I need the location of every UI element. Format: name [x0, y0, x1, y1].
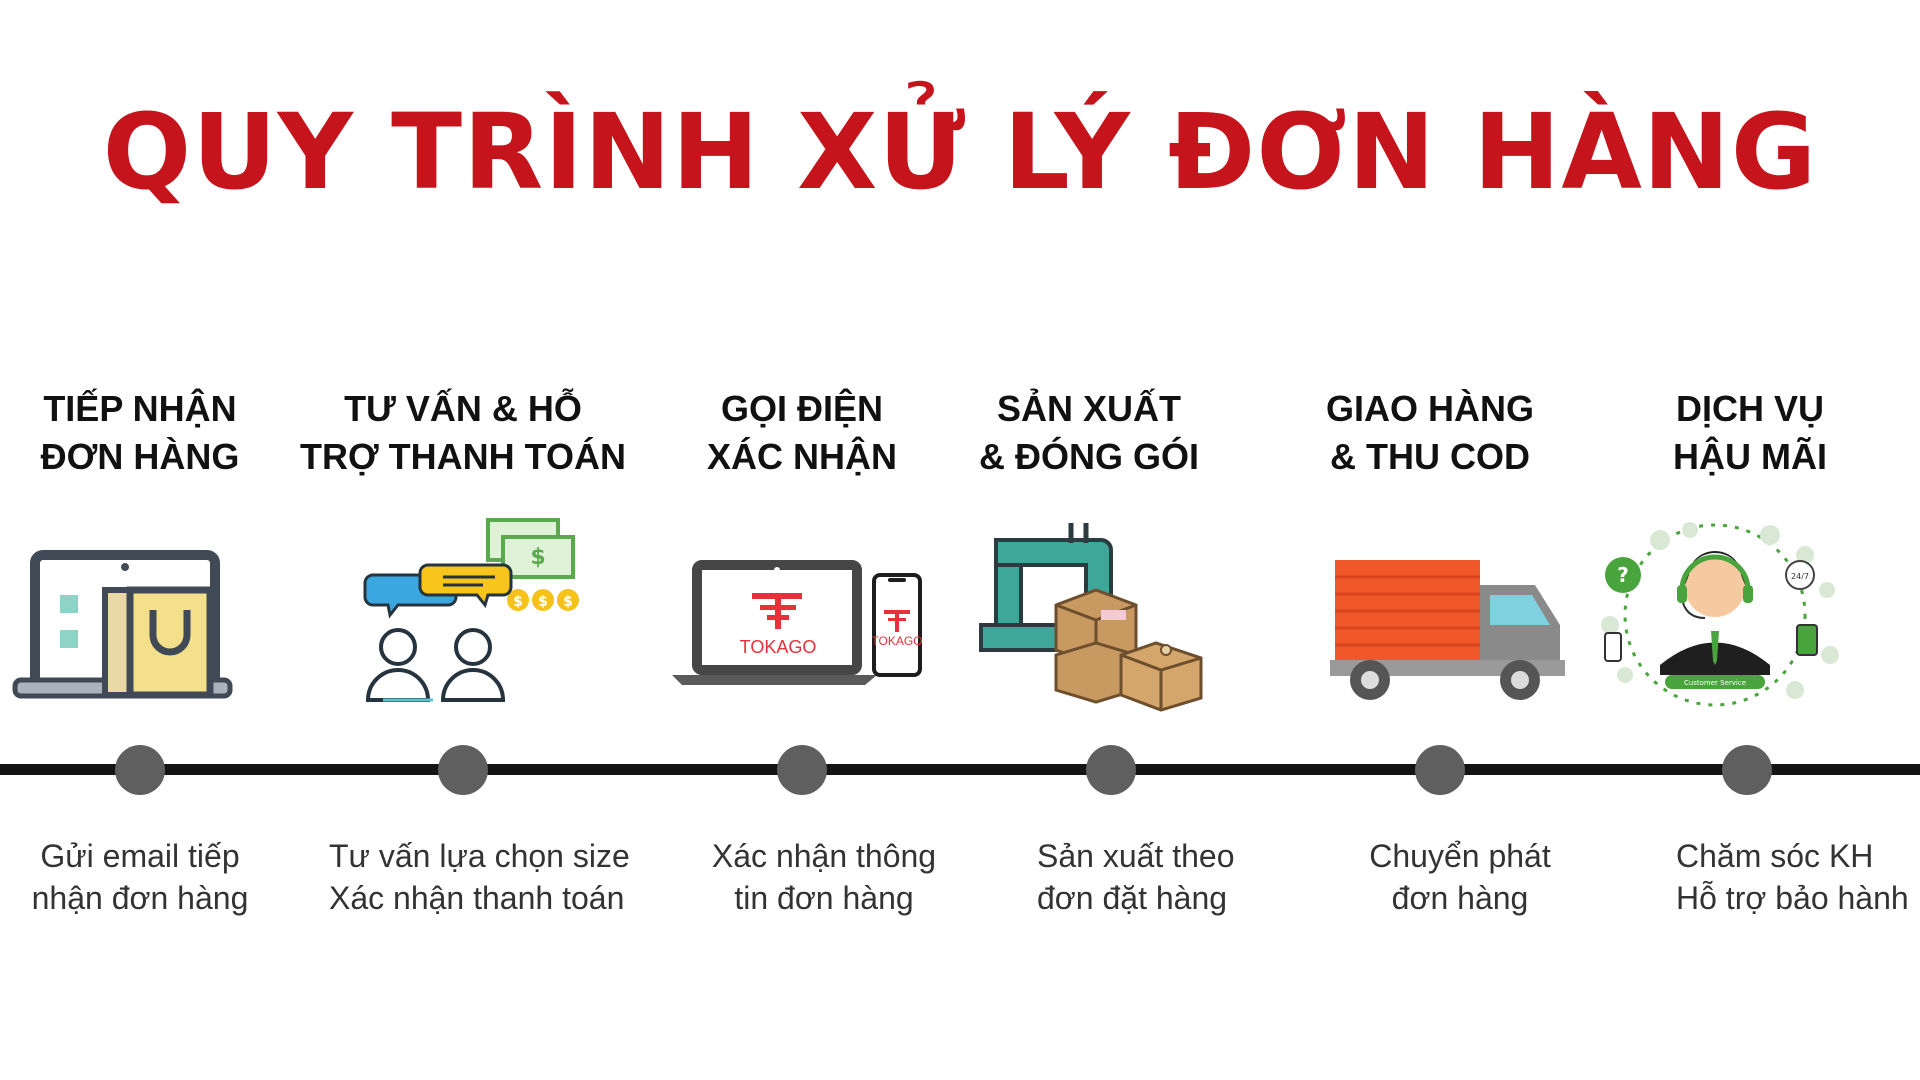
brand-logo-text: TOKAGO [740, 637, 817, 657]
timeline-dot [1415, 745, 1465, 795]
step-title: GỌI ĐIỆN XÁC NHẬN [612, 385, 992, 481]
step-title: GIAO HÀNG & THU COD [1240, 385, 1620, 481]
step-title-line: HẬU MÃI [1673, 436, 1827, 477]
timeline-dot [438, 745, 488, 795]
step-description-line: Xác nhận thông [711, 838, 937, 874]
step-title-line: TƯ VẤN & HỖ [344, 388, 582, 429]
svg-text:$: $ [530, 545, 545, 570]
step-description: Xác nhận thông tin đơn hàng [624, 835, 1024, 919]
delivery-truck-icon [1290, 515, 1590, 715]
step-description-line: Tư vấn lựa chọn size [329, 838, 630, 874]
step-description: Gửi email tiếp nhận đơn hàng [0, 835, 340, 919]
step-description-line: đơn hàng [1391, 880, 1529, 916]
step-title-line: GỌI ĐIỆN [720, 388, 884, 429]
step-title-line: XÁC NHẬN [706, 436, 897, 477]
customer-service-icon: ? 24/7 Customer Service [1565, 515, 1865, 715]
step-description-line: Sản xuất theo [1037, 838, 1235, 874]
svg-text:?: ? [1617, 563, 1629, 587]
customer-service-caption: Customer Service [1684, 679, 1746, 687]
svg-text:$: $ [513, 594, 523, 610]
step-description-line: Xác nhận thanh toán [329, 880, 625, 916]
step-title: TƯ VẤN & HỖ TRỢ THANH TOÁN [273, 385, 653, 481]
timeline-line [0, 764, 1920, 775]
step-title: SẢN XUẤT & ĐÓNG GÓI [899, 385, 1279, 481]
step-title-line: ĐƠN HÀNG [40, 436, 240, 477]
step-description-line: Gửi email tiếp [40, 838, 240, 874]
step-title: TIẾP NHẬN ĐƠN HÀNG [0, 385, 330, 481]
timeline-dot [777, 745, 827, 795]
step-title-line: TIẾP NHẬN [43, 388, 237, 429]
sewing-machine-boxes-icon [961, 515, 1261, 715]
step-description-line: Hỗ trợ bảo hành [1676, 880, 1909, 916]
step-description: Chuyển phát đơn hàng [1260, 835, 1660, 919]
laptop-phone-icon: TOKAGO TOKAGO [652, 515, 952, 715]
svg-text:$: $ [538, 594, 548, 610]
page-title: QUY TRÌNH XỬ LÝ ĐƠN HÀNG [102, 91, 1818, 213]
step-description-line: đơn đặt hàng [1037, 880, 1228, 916]
step-title-line: DỊCH VỤ [1675, 388, 1824, 429]
step-description: Chăm sóc KH Hỗ trợ bảo hành [1676, 835, 1920, 919]
svg-text:TOKAGO: TOKAGO [871, 634, 922, 648]
step-description-line: Chuyển phát [1369, 838, 1551, 874]
consultation-payment-icon: $ $ $ $ [313, 515, 613, 715]
step-description-line: Chăm sóc KH [1676, 838, 1874, 874]
step-description: Sản xuất theo đơn đặt hàng [1037, 835, 1437, 919]
timeline-dot [1722, 745, 1772, 795]
step-description-line: nhận đơn hàng [31, 880, 249, 916]
step-description-line: tin đơn hàng [734, 880, 914, 916]
step-description: Tư vấn lựa chọn size Xác nhận thanh toán [329, 835, 729, 919]
step-title-line: & ĐÓNG GÓI [978, 436, 1199, 477]
timeline-dot [1086, 745, 1136, 795]
step-title-line: SẢN XUẤT [996, 388, 1181, 429]
step-title-line: & THU COD [1330, 436, 1530, 477]
svg-text:$: $ [563, 594, 573, 610]
timeline-dot [115, 745, 165, 795]
step-title-line: GIAO HÀNG [1325, 388, 1534, 429]
step-title: DỊCH VỤ HẬU MÃI [1560, 385, 1920, 481]
svg-text:24/7: 24/7 [1791, 572, 1809, 581]
laptop-shopping-bag-icon [0, 515, 290, 715]
step-title-line: TRỢ THANH TOÁN [299, 436, 627, 477]
